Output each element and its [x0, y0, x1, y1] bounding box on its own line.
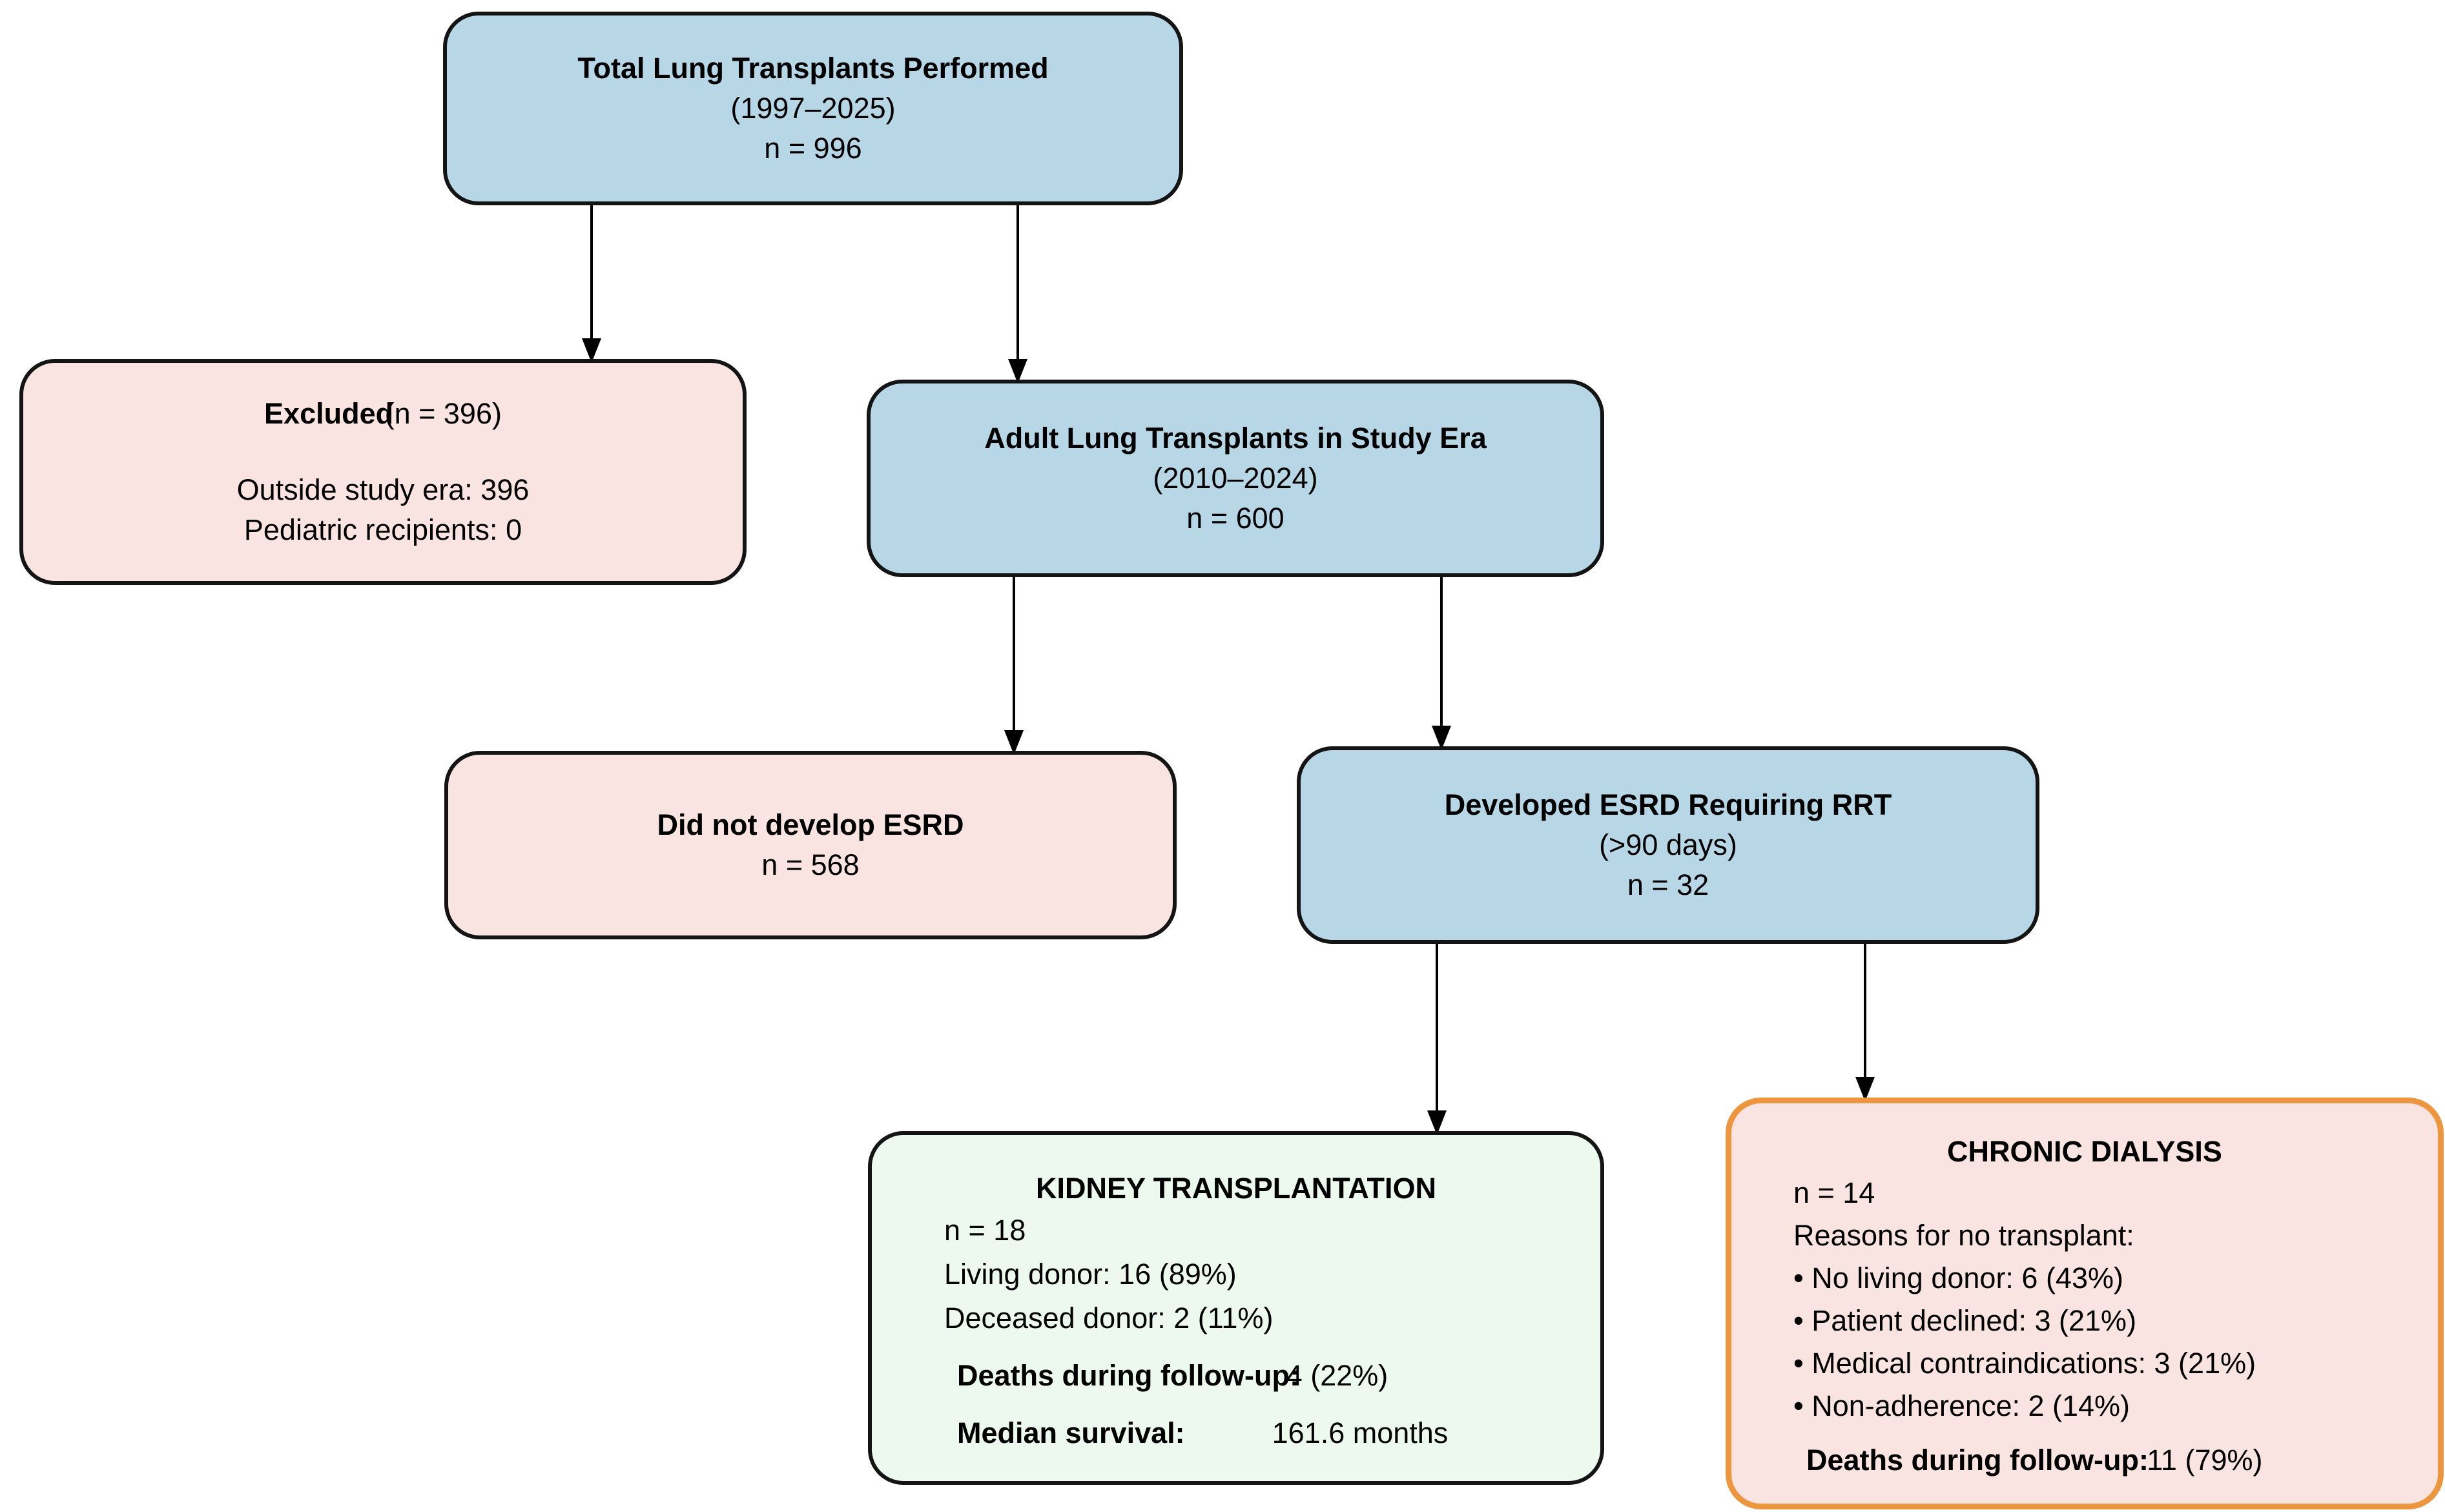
no-esrd-title: Did not develop ESRD — [657, 808, 964, 841]
kidney-deceased-donor: Deceased donor: 2 (11%) — [944, 1302, 1274, 1334]
excluded-box: Excluded(n = 396) Outside study era: 396… — [19, 359, 747, 585]
dialysis-deaths-value: 11 (79%) — [2147, 1444, 2263, 1476]
arrow-adult-to-no-esrd — [1004, 577, 1024, 755]
dialysis-reasons-header: Reasons for no transplant: — [1793, 1219, 2134, 1252]
adult-study-era-box: Adult Lung Transplants in Study Era (201… — [867, 380, 1604, 577]
excluded-title: Excluded — [264, 397, 394, 430]
dialysis-deaths-label: Deaths during follow-up: — [1806, 1444, 2149, 1476]
kidney-median-value: 161.6 months — [1272, 1416, 1449, 1449]
arrow-total-to-adult — [1008, 205, 1027, 383]
dialysis-title: CHRONIC DIALYSIS — [1947, 1135, 2222, 1168]
esrd-era: (>90 days) — [1599, 828, 1737, 861]
excluded-reason-1: Outside study era: 396 — [236, 473, 530, 506]
total-era: (1997–2025) — [730, 92, 896, 125]
no-esrd-n: n = 568 — [761, 848, 860, 881]
adult-title: Adult Lung Transplants in Study Era — [984, 422, 1487, 455]
kidney-median-line: Median survival: 161.6 months — [957, 1411, 1600, 1455]
dialysis-deaths-line: Deaths during follow-up:11 (79%) — [1806, 1439, 2438, 1482]
dialysis-reason-nonadherence: • Non-adherence: 2 (14%) — [1793, 1389, 2130, 1422]
kidney-deaths-value: 4 (22%) — [1286, 1359, 1388, 1392]
excluded-reason-2: Pediatric recipients: 0 — [243, 513, 522, 546]
chronic-dialysis-box: CHRONIC DIALYSIS n = 14 Reasons for no t… — [1726, 1098, 2444, 1509]
adult-era: (2010–2024) — [1153, 462, 1318, 495]
total-title: Total Lung Transplants Performed — [577, 52, 1049, 85]
total-n: n = 996 — [764, 132, 862, 165]
no-esrd-box: Did not develop ESRD n = 568 — [444, 751, 1177, 939]
total-transplants-box: Total Lung Transplants Performed (1997–2… — [443, 12, 1183, 205]
adult-n: n = 600 — [1186, 502, 1284, 535]
kidney-n: n = 18 — [944, 1214, 1026, 1247]
arrow-esrd-to-dialysis — [1855, 944, 1875, 1101]
kidney-transplant-box: KIDNEY TRANSPLANTATION n = 18 Living don… — [868, 1131, 1604, 1485]
kidney-median-label: Median survival: — [957, 1416, 1185, 1449]
arrow-esrd-to-kidney — [1427, 944, 1447, 1135]
excluded-n: (n = 396) — [384, 397, 502, 430]
kidney-living-donor: Living donor: 16 (89%) — [944, 1258, 1237, 1291]
excluded-title-line: Excluded(n = 396) — [264, 394, 502, 434]
esrd-n: n = 32 — [1627, 868, 1709, 901]
dialysis-reason-no-donor: • No living donor: 6 (43%) — [1793, 1262, 2123, 1294]
dialysis-reason-contraindications: • Medical contraindications: 3 (21%) — [1793, 1347, 2256, 1380]
arrow-total-to-excluded — [582, 205, 601, 363]
arrow-adult-to-esrd — [1432, 577, 1451, 750]
kidney-deaths-line: Deaths during follow-up:4 (22%) — [957, 1354, 1600, 1398]
dialysis-reason-declined: • Patient declined: 3 (21%) — [1793, 1304, 2137, 1337]
dialysis-n: n = 14 — [1793, 1176, 1875, 1209]
esrd-title: Developed ESRD Requiring RRT — [1444, 788, 1892, 821]
esrd-box: Developed ESRD Requiring RRT (>90 days) … — [1297, 746, 2039, 944]
kidney-deaths-label: Deaths during follow-up: — [957, 1359, 1299, 1392]
kidney-title: KIDNEY TRANSPLANTATION — [1035, 1172, 1436, 1205]
